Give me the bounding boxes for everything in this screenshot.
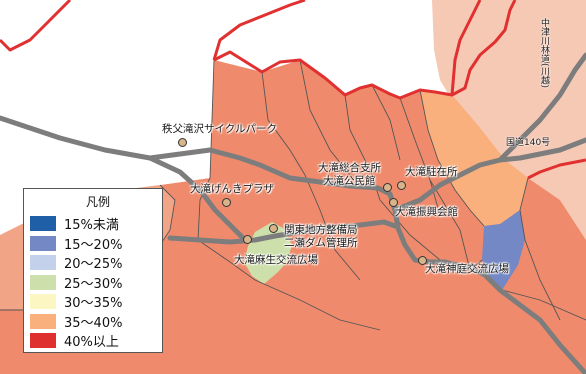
legend-label: 20～25%	[64, 257, 123, 273]
legend-item: 35～40%	[30, 312, 156, 332]
roads	[0, 52, 586, 374]
place-marker-kaniwa-hiroba	[418, 256, 427, 265]
region-northeast	[432, 0, 586, 240]
place-label-futase-dam: 二瀬ダム管理所	[284, 237, 358, 249]
place-marker-cycle-park	[178, 138, 187, 147]
place-marker-sogo-shisho	[383, 183, 392, 192]
road-label-route-140: 国道140号	[506, 138, 551, 148]
legend-swatch	[30, 216, 56, 232]
place-label-sogo-shisho: 大滝総合支所	[318, 162, 381, 174]
region-orange	[420, 90, 528, 226]
legend-label: 30～35%	[64, 296, 123, 312]
legend-item: 40%以上	[30, 331, 156, 351]
legend-label: 35～40%	[64, 315, 123, 331]
place-label-kaniwa-hiroba: 大滝神庭交流広場	[425, 263, 509, 275]
legend-item: 15～20%	[30, 234, 156, 254]
place-marker-genki-plaza	[222, 198, 231, 207]
legend-swatch	[30, 235, 56, 251]
legend-swatch	[30, 313, 56, 329]
region-blue	[482, 210, 525, 290]
place-label-aso-hiroba: 大滝麻生交流広場	[234, 254, 318, 266]
legend-label: 25～30%	[64, 276, 123, 292]
road-label-nakatsugawa: 中津川林道(川越)	[539, 18, 549, 89]
place-label-kominkan: 大滝公民館	[323, 175, 376, 187]
legend-label: 15～20%	[64, 237, 123, 253]
legend-title: 凡例	[85, 195, 110, 209]
municipal-border	[0, 0, 586, 180]
legend: 凡例 15%未満 15～20% 20～25% 25～30% 30～35% 35～…	[23, 188, 163, 353]
legend-item: 15%未満	[30, 214, 156, 234]
legend-swatch	[30, 274, 56, 290]
place-label-shinko-kaikan: 大滝振興会館	[395, 206, 458, 218]
legend-item: 20～25%	[30, 253, 156, 273]
legend-swatch	[30, 255, 56, 271]
place-label-cycle-park: 秩父滝沢サイクルパーク	[162, 123, 277, 135]
legend-item: 25～30%	[30, 273, 156, 293]
region-unshaded	[0, 0, 214, 235]
place-marker-chuzaisho	[397, 181, 406, 190]
place-marker-shinko-kaikan	[389, 198, 398, 207]
legend-swatch	[30, 294, 56, 310]
legend-label: 40%以上	[64, 335, 119, 351]
place-label-kanto-seibi: 関東地方整備局	[284, 224, 358, 236]
place-label-genki-plaza: 大滝げんきプラザ	[190, 183, 274, 195]
legend-item: 30～35%	[30, 292, 156, 312]
legend-label: 15%未満	[64, 218, 119, 234]
legend-swatch	[30, 333, 56, 349]
place-label-chuzaisho: 大滝駐在所	[405, 166, 458, 178]
place-marker-aso-hiroba	[243, 235, 252, 244]
place-marker-futase-dam	[269, 224, 278, 233]
